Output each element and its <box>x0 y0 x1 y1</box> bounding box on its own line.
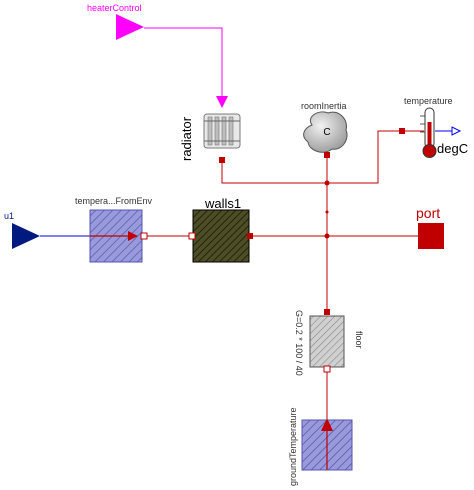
heat-capacitor-icon <box>303 111 348 153</box>
thermometer-icon <box>420 107 437 158</box>
signal-input-triangle-icon <box>116 14 144 40</box>
port-label: port <box>416 205 440 221</box>
heater-control-connection <box>144 27 228 108</box>
temperature-heat-port[interactable] <box>399 128 405 134</box>
junction-dots <box>324 180 330 239</box>
walls-port-b[interactable] <box>247 233 253 239</box>
ground-temperature-label: groundTemperature <box>288 407 298 486</box>
thermal-conductor-icon <box>192 209 250 263</box>
radiator-label: radiator <box>179 116 194 161</box>
room-inertia-block[interactable]: roomInertia C <box>301 101 348 158</box>
room-inertia-symbol: C <box>323 127 330 138</box>
walls-label: walls1 <box>204 196 241 211</box>
walls-port-a[interactable] <box>188 232 196 240</box>
heater-control-block[interactable]: heaterControl <box>87 3 144 40</box>
room-inertia-label: roomInertia <box>301 101 347 111</box>
room-inertia-heat-port[interactable] <box>324 152 330 158</box>
u1-block[interactable]: u1 <box>4 211 40 249</box>
floor-conductance-label: G=0.2 * 100 / 40 <box>294 310 304 376</box>
deg-c-label: degC <box>437 141 468 156</box>
walls-block[interactable]: walls1 <box>188 196 253 263</box>
heat-port-icon <box>418 223 444 249</box>
heat-connections <box>144 130 418 420</box>
arrow-right-icon <box>128 231 138 241</box>
floor-port-a[interactable] <box>324 309 330 315</box>
radiator-icon <box>203 113 241 149</box>
temperature-label: temperature <box>404 96 453 106</box>
port-block[interactable]: port <box>416 205 444 249</box>
arrow-up-icon <box>321 418 333 431</box>
output-triangle-icon[interactable] <box>451 126 462 136</box>
thermal-conductor-icon <box>309 315 345 368</box>
ground-temperature-block[interactable]: groundTemperature <box>288 407 353 486</box>
temperature-from-env-block[interactable]: tempera...FromEnv <box>75 196 153 263</box>
temperature-sensor-block[interactable]: temperature degC <box>399 96 468 158</box>
radiator-heat-port[interactable] <box>219 157 225 163</box>
floor-label: floor <box>354 331 364 349</box>
u1-label: u1 <box>4 211 14 221</box>
temp-from-env-heat-port[interactable] <box>140 232 148 240</box>
radiator-block[interactable]: radiator <box>179 113 241 163</box>
floor-block[interactable]: floor G=0.2 * 100 / 40 <box>294 309 364 376</box>
temp-from-env-label: tempera...FromEnv <box>75 196 153 206</box>
signal-input-triangle-icon <box>12 223 40 249</box>
heater-control-label: heaterControl <box>87 3 142 13</box>
floor-port-b[interactable] <box>323 365 331 373</box>
